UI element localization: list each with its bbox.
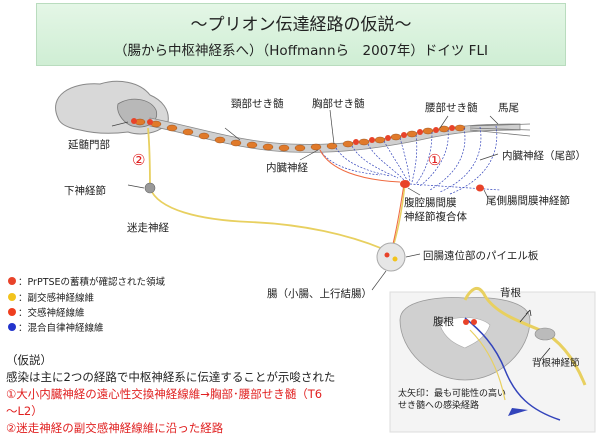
- caudal-ganglion-shape: [476, 184, 484, 192]
- legend-dot-prp: [8, 277, 16, 285]
- vertebrae: [134, 118, 466, 152]
- label-visceral-nerve-tail: 内臓神経（尾部）: [502, 150, 586, 162]
- inset-ventral-root: 腹根: [433, 316, 454, 328]
- peyer-patch-shape: [376, 242, 406, 272]
- legend-dot-parasympathetic: [8, 293, 16, 301]
- label-cervical: 頸部せき髄: [231, 98, 284, 110]
- mixed-autonomic-fibers: [319, 125, 501, 195]
- main-title: ～プリオン伝達経路の仮説～: [190, 15, 412, 35]
- label-intestine: 腸（小腸、上行結腸）: [267, 288, 372, 300]
- route-marker-1: ①: [428, 151, 442, 169]
- hypothesis-line1: 感染は主に2つの経路で中枢神経系に伝達することが示唆された: [6, 370, 336, 384]
- route-marker-2: ②: [132, 151, 146, 169]
- inferior-ganglion-shape: [144, 182, 156, 194]
- vagus-nerve: [147, 127, 391, 253]
- legend-prp: ：PrPTSEの蓄積が確認された領域: [18, 277, 166, 288]
- inset-dorsal-root: 背根: [500, 287, 521, 299]
- label-peyer: 回腸遠位部のパイエル板: [423, 250, 539, 262]
- label-cauda: 馬尾: [498, 102, 519, 114]
- label-visceral-nerve: 内臓神経: [266, 162, 308, 174]
- label-celiac: 腹腔腸間膜 神経節複合体: [404, 197, 467, 223]
- label-vagus: 迷走神経: [127, 222, 169, 234]
- legend-parasympathetic: ：副交感神経線維: [18, 293, 95, 304]
- label-inferior-ganglion: 下神経節: [64, 185, 106, 197]
- spinal-cross-section-inset: [389, 287, 596, 433]
- hypothesis-heading: （仮説）: [6, 353, 52, 367]
- legend-dot-sympathetic: [8, 308, 16, 316]
- subtitle: （腸から中枢神経系へ）（Hoffmannら 2007年）ドイツ FLI: [114, 43, 488, 59]
- inset-arrow-note: 太矢印：最も可能性の高い せき髄への感染経路: [398, 389, 507, 411]
- hypothesis-line4: ②迷走神経の副交感神経線維に沿った経路: [6, 421, 224, 435]
- leader-lines: [111, 109, 499, 291]
- legend-mixed: ：混合自律神経線維: [18, 323, 104, 334]
- inset-dorsal-root-ganglion: 背根神経節: [532, 358, 580, 369]
- label-medulla: 延髄門部: [68, 139, 110, 151]
- label-caudal-ganglion: 尾側腸間膜神経節: [486, 195, 570, 207]
- hypothesis-line2: ①大小内臓神経の遠心性交換神経線維→胸部･腰部せき髄（T6: [6, 387, 323, 401]
- label-lumbar: 腰部せき髄: [425, 102, 478, 114]
- celiac-ganglion-shape: [400, 180, 410, 188]
- hypothesis-line3: ～L2）: [6, 404, 43, 418]
- label-thoracic: 胸部せき髄: [312, 98, 365, 110]
- legend-dot-mixed: [8, 323, 16, 331]
- legend-sympathetic: ：交感神経線維: [18, 308, 85, 319]
- prp-dots-cord: [131, 118, 455, 145]
- title-box: ～プリオン伝達経路の仮説～ （腸から中枢神経系へ）（Hoffmannら 2007…: [36, 3, 566, 66]
